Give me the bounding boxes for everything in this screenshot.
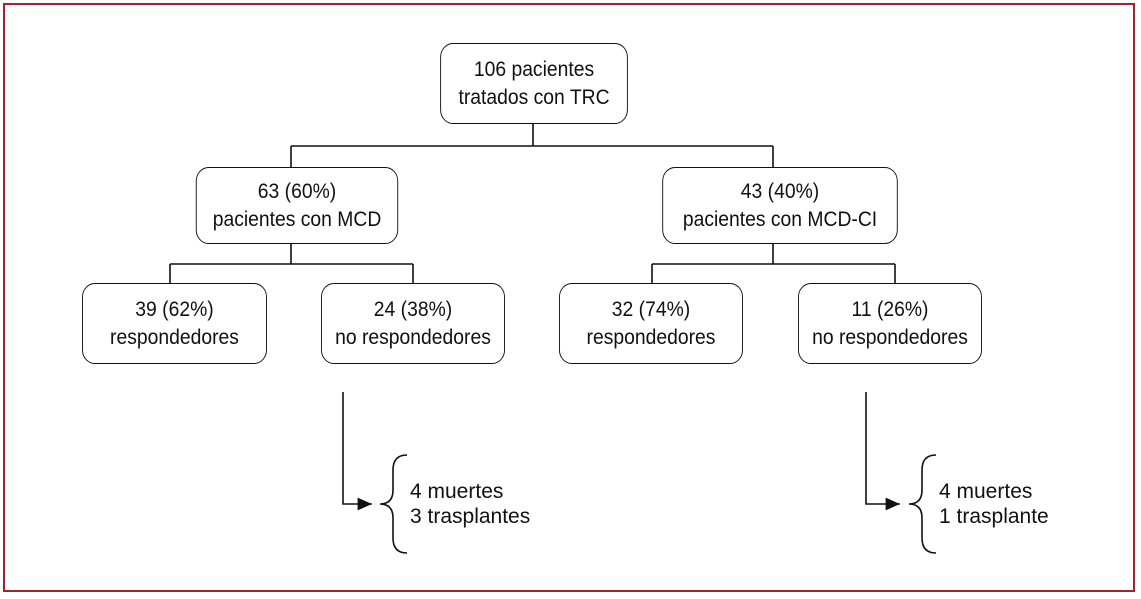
connector-root xyxy=(290,124,774,167)
mcd-ci-line1: 43 (40%) xyxy=(740,179,820,203)
right-outcome-transplants: 1 trasplante xyxy=(939,505,1049,528)
connector-left xyxy=(169,244,414,283)
mcd-responders-line2: respondedores xyxy=(110,325,239,349)
mcd-nonresponders-line1: 24 (38%) xyxy=(373,297,453,321)
mcd-ci-nonresponders-line2: no respondedores xyxy=(812,325,968,349)
mcd-line1: 63 (60%) xyxy=(257,179,337,203)
mcd-ci-responders-node: 32 (74%) respondedores xyxy=(559,283,743,364)
mcd-node: 63 (60%) pacientes con MCD xyxy=(195,167,399,244)
mcd-ci-nonresponders-line1: 11 (26%) xyxy=(851,297,929,321)
right-outcome-deaths: 4 muertes xyxy=(939,480,1033,503)
root-line1: 106 pacientes xyxy=(473,57,595,81)
mcd-nonresponders-line2: no respondedores xyxy=(335,325,491,349)
mcd-responders-node: 39 (62%) respondedores xyxy=(82,283,267,364)
left-outcome-transplants: 3 trasplantes xyxy=(410,505,531,528)
mcd-ci-line2: pacientes con MCD-CI xyxy=(682,207,878,231)
mcd-ci-responders-line2: respondedores xyxy=(586,325,716,349)
mcd-line2: pacientes con MCD xyxy=(212,207,382,231)
right-outcomes: 4 muertes 1 trasplante xyxy=(939,479,1049,529)
left-outcome-deaths: 4 muertes xyxy=(410,480,504,503)
arrow-left-outcome xyxy=(342,392,372,511)
mcd-ci-nonresponders-node: 11 (26%) no respondedores xyxy=(798,283,982,364)
root-node: 106 pacientes tratados con TRC xyxy=(440,43,628,124)
figure-frame xyxy=(3,3,1135,592)
mcd-nonresponders-node: 24 (38%) no respondedores xyxy=(321,283,505,364)
left-outcomes: 4 muertes 3 trasplantes xyxy=(410,479,530,529)
mcd-ci-responders-line1: 32 (74%) xyxy=(611,297,691,321)
brace-right xyxy=(908,454,937,554)
mcd-responders-line1: 39 (62%) xyxy=(135,297,214,321)
root-line2: tratados con TRC xyxy=(458,85,610,109)
connector-right xyxy=(651,244,896,283)
arrow-right-outcome xyxy=(865,392,900,511)
brace-left xyxy=(379,454,408,554)
mcd-ci-node: 43 (40%) pacientes con MCD-CI xyxy=(662,167,898,244)
